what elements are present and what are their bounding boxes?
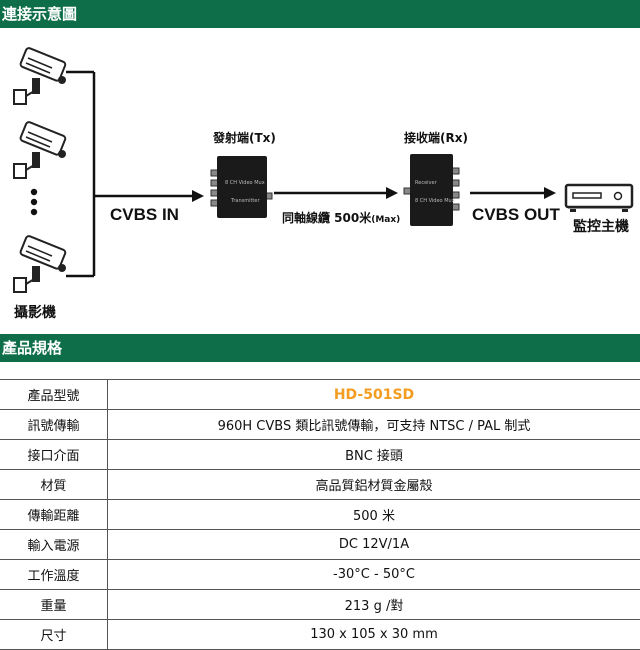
receiver-device: Receiver 8 CH Video Mux bbox=[410, 154, 453, 226]
section-header-connection: 連接示意圖 bbox=[0, 0, 640, 28]
spec-key: 接口介面 bbox=[0, 440, 108, 470]
spec-key: 重量 bbox=[0, 590, 108, 620]
spec-value: 500 米 bbox=[108, 500, 640, 530]
arrow-cable-head bbox=[386, 187, 398, 199]
diagram-lines bbox=[0, 28, 640, 333]
spec-value: 213 g /對 bbox=[108, 590, 640, 620]
rx-label: 接收端(Rx) bbox=[404, 129, 468, 146]
tx-device-tag2: Transmitter bbox=[231, 198, 260, 204]
arrow-in-head bbox=[192, 190, 204, 202]
spec-key: 輸入電源 bbox=[0, 530, 108, 560]
spec-model-value: HD-501SD bbox=[108, 380, 640, 410]
spec-value: 高品質鋁材質金屬殼 bbox=[108, 470, 640, 500]
dvr-icon bbox=[566, 185, 632, 212]
camera-icon bbox=[14, 121, 66, 178]
cable-label: 同軸線纜 500米(Max) bbox=[282, 209, 400, 226]
rx-device-tag: Receiver bbox=[415, 180, 437, 186]
connection-diagram: 8 CH Video Mux Transmitter Receiver 8 CH… bbox=[0, 28, 640, 333]
spec-key: 傳輸距離 bbox=[0, 500, 108, 530]
tx-label: 發射端(Tx) bbox=[213, 129, 276, 146]
transmitter-device: 8 CH Video Mux Transmitter bbox=[217, 156, 267, 218]
spec-value: DC 12V/1A bbox=[108, 530, 640, 560]
spec-value: BNC 接頭 bbox=[108, 440, 640, 470]
spec-value: 960H CVBS 類比訊號傳輸，可支持 NTSC / PAL 制式 bbox=[108, 410, 640, 440]
cable-max: (Max) bbox=[371, 215, 400, 225]
cable-length: 同軸線纜 500米 bbox=[282, 211, 371, 225]
table-row: 工作溫度-30°C - 50°C bbox=[0, 560, 640, 590]
spec-value: -30°C - 50°C bbox=[108, 560, 640, 590]
ellipsis-dot bbox=[31, 209, 37, 215]
camera-label: 攝影機 bbox=[14, 302, 56, 322]
spec-key: 工作溫度 bbox=[0, 560, 108, 590]
input-bracket bbox=[66, 72, 94, 276]
spec-value: 130 x 105 x 30 mm bbox=[108, 620, 640, 650]
tx-device-tag: 8 CH Video Mux bbox=[225, 180, 265, 186]
ellipsis-dot bbox=[31, 189, 37, 195]
section-header-specs: 產品規格 bbox=[0, 334, 640, 362]
cvbs-out-label: CVBS OUT bbox=[472, 205, 560, 225]
spec-key: 產品型號 bbox=[0, 380, 108, 410]
spec-key: 尺寸 bbox=[0, 620, 108, 650]
camera-icon bbox=[14, 47, 66, 104]
spec-key: 訊號傳輸 bbox=[0, 410, 108, 440]
spec-key: 材質 bbox=[0, 470, 108, 500]
cvbs-in-label: CVBS IN bbox=[110, 205, 179, 225]
camera-icon bbox=[14, 235, 66, 292]
rx-device-tag2: 8 CH Video Mux bbox=[415, 198, 455, 204]
table-row: 材質高品質鋁材質金屬殼 bbox=[0, 470, 640, 500]
arrow-out-head bbox=[544, 187, 556, 199]
ellipsis-dot bbox=[31, 199, 37, 205]
dvr-label: 監控主機 bbox=[573, 216, 629, 236]
